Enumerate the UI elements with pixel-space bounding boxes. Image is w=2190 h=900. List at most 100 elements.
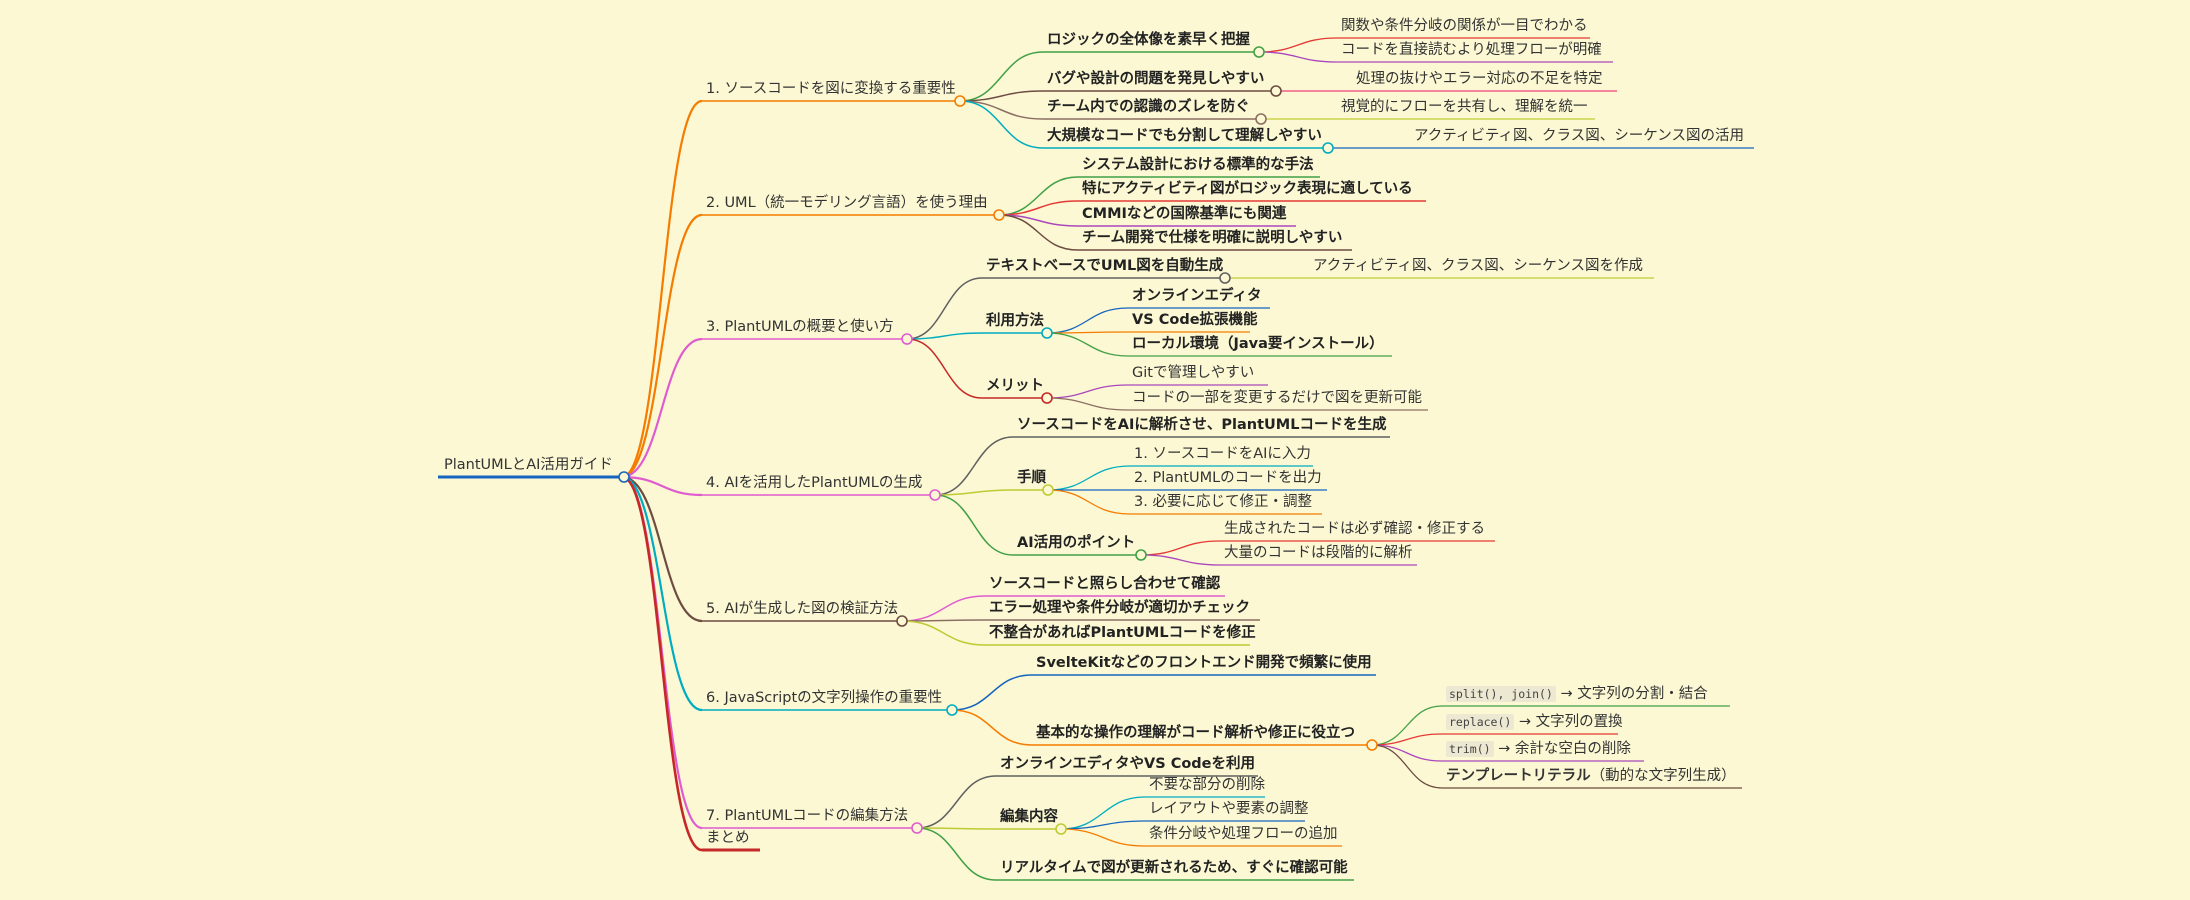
collapse-toggle[interactable] <box>911 822 923 834</box>
label-text: 手順 <box>1017 470 1046 486</box>
leaf-connector <box>1060 828 1146 847</box>
child-node: ロジックの全体像を素早く把握 <box>1047 31 1250 49</box>
collapse-toggle[interactable] <box>896 615 908 627</box>
label-text: 基本的な操作の理解がコード解析や修正に役立つ <box>1036 725 1355 741</box>
collapse-toggle[interactable] <box>929 489 941 501</box>
label-text: 利用方法 <box>986 313 1044 329</box>
child-node: ソースコードをAIに解析させ、PlantUMLコードを生成 <box>1017 416 1386 434</box>
leaf-connector <box>1258 51 1338 63</box>
label-text: オンラインエディタ <box>1132 288 1262 304</box>
child-node: 大規模なコードでも分割して理解しやすい <box>1047 127 1322 145</box>
child-node: AI活用のポイント <box>1017 534 1135 552</box>
child-connector <box>916 775 997 829</box>
collapse-toggle[interactable] <box>1042 484 1054 496</box>
child-connector <box>951 674 1033 711</box>
collapse-toggle[interactable] <box>1253 46 1265 58</box>
leaf-node: 大量のコードは段階的に解析 <box>1224 544 1413 562</box>
collapse-toggle[interactable] <box>1366 739 1378 751</box>
collapse-toggle[interactable] <box>1255 113 1267 125</box>
collapse-toggle[interactable] <box>618 471 630 483</box>
label-text: リアルタイムで図が更新されるため、すぐに確認可能 <box>1000 860 1348 876</box>
collapse-toggle[interactable] <box>954 95 966 107</box>
label-text: 関数や条件分岐の関係が一目でわかる <box>1341 18 1588 34</box>
leaf-node: テンプレートリテラル（動的な文字列生成） <box>1446 767 1736 785</box>
root-node: PlantUMLとAI活用ガイド <box>444 456 613 474</box>
child-connector <box>934 489 1014 496</box>
label-text: オンラインエディタやVS Codeを利用 <box>1000 756 1256 772</box>
label-text: 2. UML（統一モデリング言語）を使う理由 <box>706 195 988 211</box>
label-text: CMMIなどの国際基準にも関連 <box>1082 206 1287 222</box>
leaf-connector <box>1046 307 1129 334</box>
leaf-connector <box>1371 744 1443 762</box>
child-node: チーム開発で仕様を明確に説明しやすい <box>1082 229 1342 247</box>
label-text: （動的な文字列生成） <box>1590 768 1736 784</box>
collapse-toggle[interactable] <box>1055 823 1067 835</box>
leaf-node: 視覚的にフローを共有し、理解を統一 <box>1341 98 1588 116</box>
label-text: 特にアクティビティ図がロジック表現に適している <box>1082 181 1413 197</box>
collapse-toggle[interactable] <box>901 333 913 345</box>
child-node: 手順 <box>1017 469 1046 487</box>
leaf-node: 条件分岐や処理フローの追加 <box>1149 825 1338 843</box>
label-text: テキストベースでUML図を自動生成 <box>986 258 1224 274</box>
leaf-node: 3. 必要に応じて修正・調整 <box>1134 493 1312 511</box>
child-node: ソースコードと照らし合わせて確認 <box>989 575 1220 593</box>
label-text: AI活用のポイント <box>1017 535 1136 551</box>
label-text: PlantUMLとAI活用ガイド <box>444 457 613 473</box>
leaf-node: 2. PlantUMLのコードを出力 <box>1134 469 1322 487</box>
leaf-connector <box>1060 820 1146 830</box>
child-node: CMMIなどの国際基準にも関連 <box>1082 205 1286 223</box>
leaf-connector <box>1371 705 1443 746</box>
label-text: 3. 必要に応じて修正・調整 <box>1134 494 1312 510</box>
branch-8: まとめ <box>706 829 750 847</box>
label-text: → 文字列の置換 <box>1518 714 1623 730</box>
branch-4: 4. AIを活用したPlantUMLの生成 <box>706 474 922 492</box>
child-node: 利用方法 <box>986 312 1044 330</box>
collapse-toggle[interactable] <box>1041 327 1053 339</box>
branch-connector <box>621 337 703 479</box>
child-node: リアルタイムで図が更新されるため、すぐに確認可能 <box>1000 859 1348 877</box>
leaf-connector <box>1047 465 1131 491</box>
leaf-node: コードを直接読むより処理フローが明確 <box>1341 41 1602 59</box>
label-text: → 文字列の分割・結合 <box>1560 686 1708 702</box>
leaf-node: アクティビティ図、クラス図、シーケンス図の活用 <box>1414 127 1744 145</box>
collapse-toggle[interactable] <box>1219 272 1231 284</box>
label-text: 2. PlantUMLのコードを出力 <box>1134 470 1322 486</box>
label-text: ローカル環境（Java要インストール） <box>1132 336 1384 352</box>
label-text: 3. PlantUMLの概要と使い方 <box>706 319 894 335</box>
branch-5: 5. AIが生成した図の検証方法 <box>706 600 898 618</box>
child-connector <box>934 436 1014 496</box>
child-node: エラー処理や条件分岐が適切かチェック <box>989 599 1250 617</box>
label-text: 1. ソースコードを図に変換する重要性 <box>706 81 956 97</box>
label-text: チーム開発で仕様を明確に説明しやすい <box>1082 230 1343 246</box>
label-text: コードを直接読むより処理フローが明確 <box>1341 42 1602 58</box>
child-connector <box>901 620 986 646</box>
label-text: バグや設計の問題を発見しやすい <box>1047 71 1265 87</box>
collapse-toggle[interactable] <box>993 209 1005 221</box>
leaf-connector <box>1046 384 1129 399</box>
code-snippet: trim() <box>1446 741 1494 757</box>
child-connector <box>998 214 1079 251</box>
branch-7: 7. PlantUMLコードの編集方法 <box>706 807 908 825</box>
leaf-node: コードの一部を変更するだけで図を更新可能 <box>1132 389 1422 407</box>
branch-connector <box>621 475 703 497</box>
label-text: 生成されたコードは必ず確認・修正する <box>1224 521 1485 537</box>
collapse-toggle[interactable] <box>1322 142 1334 154</box>
child-node: SvelteKitなどのフロントエンド開発で頻繁に使用 <box>1036 654 1372 672</box>
child-connector <box>901 595 986 622</box>
collapse-toggle[interactable] <box>1135 549 1147 561</box>
label-text: 7. PlantUMLコードの編集方法 <box>706 808 909 824</box>
leaf-node: 処理の抜けやエラー対応の不足を特定 <box>1356 70 1603 88</box>
branch-connector <box>621 213 703 479</box>
branch-3: 3. PlantUMLの概要と使い方 <box>706 318 894 336</box>
branch-connector <box>621 99 703 479</box>
collapse-toggle[interactable] <box>1041 392 1053 404</box>
leaf-connector <box>1371 744 1443 789</box>
label-text: 大量のコードは段階的に解析 <box>1224 545 1413 561</box>
collapse-toggle[interactable] <box>946 704 958 716</box>
label-text: 処理の抜けやエラー対応の不足を特定 <box>1356 71 1603 87</box>
code-snippet: replace() <box>1446 714 1515 730</box>
label-text: システム設計における標準的な手法 <box>1082 157 1314 173</box>
collapse-toggle[interactable] <box>1270 85 1282 97</box>
child-connector <box>959 100 1044 149</box>
